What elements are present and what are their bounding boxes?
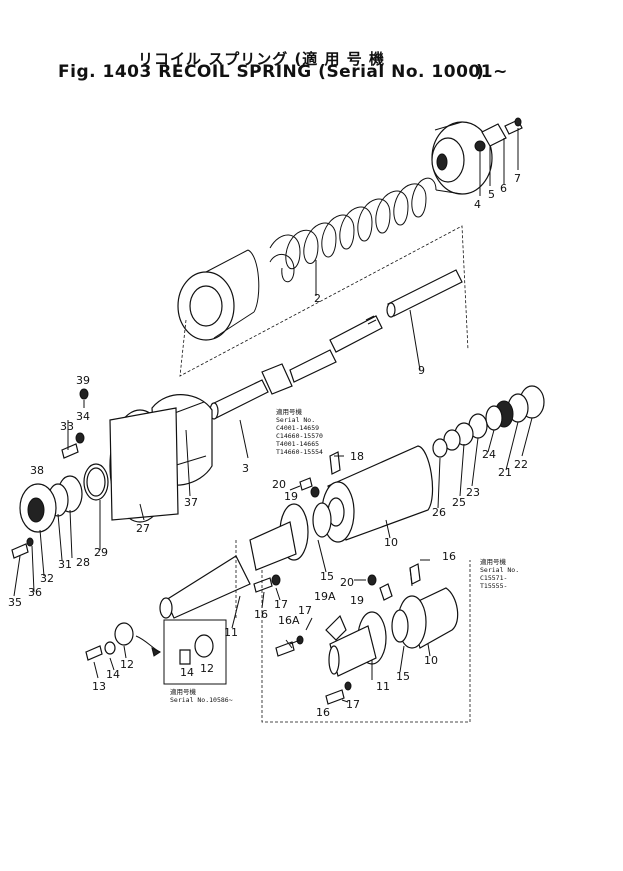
- label-38: 38: [30, 464, 44, 477]
- piston-flange: [249, 503, 309, 571]
- label-16A: 16A: [278, 614, 300, 627]
- rod-3: [209, 349, 337, 420]
- label-16b: 16: [442, 550, 456, 563]
- label-15b: 15: [396, 670, 410, 683]
- label-16a: 16: [254, 608, 268, 621]
- label-32: 32: [40, 572, 54, 585]
- close-paren: ): [476, 62, 485, 82]
- inset-box: [163, 619, 227, 685]
- assembly-guide-line: [179, 225, 469, 377]
- label-15: 15: [320, 570, 334, 583]
- label-10a: 10: [384, 536, 398, 549]
- label-12a: 12: [120, 658, 134, 671]
- seal-ring: [312, 502, 332, 538]
- svg-text:T15555-: T15555-: [480, 582, 507, 590]
- label-19A: 19A: [314, 590, 336, 603]
- svg-text:C15571-: C15571-: [480, 574, 507, 582]
- figure-title: Fig. 1403 RECOIL SPRING (Serial No. 1000…: [58, 62, 508, 82]
- label-36: 36: [28, 586, 42, 599]
- nut-assembly-4-7: [474, 117, 523, 152]
- ring-29: [83, 463, 109, 501]
- note-lower-left: 適用号機 Serial No.10586~: [170, 687, 233, 704]
- housing-27: [109, 407, 179, 523]
- grease-fitting-group: [85, 622, 161, 661]
- label-17a: 17: [274, 598, 288, 611]
- svg-text:C4001-14659: C4001-14659: [276, 424, 319, 432]
- cylinder-10-lower: [391, 587, 459, 649]
- label-20a: 20: [272, 478, 286, 491]
- label-14b: 14: [180, 666, 194, 679]
- label-35: 35: [8, 596, 22, 609]
- label-7: 7: [514, 172, 521, 185]
- label-13: 13: [92, 680, 106, 693]
- spring-cap-right: [431, 121, 493, 195]
- label-14a: 14: [106, 668, 120, 681]
- label-6: 6: [500, 182, 507, 195]
- part-name: RECOIL SPRING: [158, 62, 312, 82]
- note-right: 適用号機 Serial No. C15571- T15555-: [480, 557, 519, 590]
- note-upper: 適用号機 Serial No. C4001-14659 C14660-15570…: [276, 407, 323, 456]
- label-26: 26: [432, 506, 446, 519]
- title-japanese: リコイル スプリング (適 用 号 機: [138, 50, 385, 68]
- label-21: 21: [498, 466, 512, 479]
- piston-rod-11-lower: [328, 611, 387, 677]
- label-34: 34: [76, 410, 90, 423]
- label-9: 9: [418, 364, 425, 377]
- bracket-19A: [325, 574, 393, 641]
- label-22: 22: [514, 458, 528, 471]
- label-2: 2: [314, 292, 321, 305]
- label-10b: 10: [424, 654, 438, 667]
- part-number-labels: 4 5 6 7 2 9 3 37 27 29 28 31 32 36 35 38…: [8, 172, 528, 719]
- label-12b: 12: [200, 662, 214, 675]
- label-25: 25: [452, 496, 466, 509]
- svg-text:C14660-15570: C14660-15570: [276, 432, 323, 440]
- svg-text:T14660-15554: T14660-15554: [276, 448, 323, 456]
- label-17b: 17: [298, 604, 312, 617]
- bolts-33-34-39: [11, 388, 89, 559]
- svg-text:Serial No.10586~: Serial No.10586~: [170, 696, 233, 704]
- label-23: 23: [466, 486, 480, 499]
- label-28: 28: [76, 556, 90, 569]
- svg-text:適用号機: 適用号機: [170, 687, 197, 696]
- label-5: 5: [488, 188, 495, 201]
- label-37: 37: [184, 496, 198, 509]
- svg-text:適用号機: 適用号機: [480, 557, 507, 566]
- label-24: 24: [482, 448, 496, 461]
- tube-9: [329, 269, 463, 353]
- svg-text:T4001-14665: T4001-14665: [276, 440, 319, 448]
- label-4: 4: [474, 198, 481, 211]
- collar-38: [19, 483, 57, 533]
- leader-lines: [13, 128, 533, 703]
- label-33: 33: [60, 420, 74, 433]
- label-18: 18: [350, 450, 364, 463]
- figure-number: Fig. 1403: [58, 62, 152, 82]
- piston-rod-11: [159, 555, 251, 619]
- label-16c: 16: [316, 706, 330, 719]
- spring-cap-left: [177, 249, 260, 341]
- svg-text:Serial No.: Serial No.: [276, 416, 315, 424]
- label-19b: 19: [350, 594, 364, 607]
- label-31: 31: [58, 558, 72, 571]
- bolts-16-17-mid: [253, 451, 341, 593]
- serial-range: (Serial No. 10001~: [318, 62, 508, 82]
- recoil-spring: [269, 177, 437, 283]
- ring-set-right: [432, 385, 545, 458]
- label-11b: 11: [376, 680, 390, 693]
- label-3: 3: [242, 462, 249, 475]
- label-27: 27: [136, 522, 150, 535]
- label-29: 29: [94, 546, 108, 559]
- label-17c: 17: [346, 698, 360, 711]
- label-20b: 20: [340, 576, 354, 589]
- svg-text:適用号機: 適用号機: [276, 407, 303, 416]
- svg-text:Serial No.: Serial No.: [480, 566, 519, 574]
- label-11a: 11: [224, 626, 238, 639]
- lower-group-boundary: [261, 560, 471, 723]
- label-19a: 19: [284, 490, 298, 503]
- bolts-lower: [275, 563, 421, 705]
- label-39: 39: [76, 374, 90, 387]
